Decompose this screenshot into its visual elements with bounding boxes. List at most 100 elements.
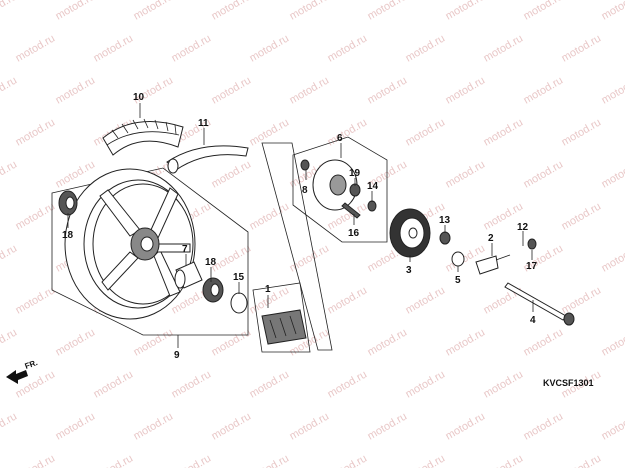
callout-10: 10 — [133, 92, 145, 103]
callout-7: 7 — [182, 244, 188, 255]
watermark-text: motod.ru — [54, 0, 98, 23]
watermark-text: motod.ru — [600, 158, 625, 190]
watermark-text: motod.ru — [560, 452, 604, 468]
callout-14: 14 — [367, 181, 379, 192]
watermark-text: motod.ru — [210, 326, 254, 358]
chain-adjuster-icon — [475, 254, 511, 275]
watermark-text: motod.ru — [600, 0, 625, 23]
watermark-text: motod.ru — [92, 452, 136, 468]
watermark-text: motod.ru — [170, 32, 214, 64]
watermark-text: motod.ru — [600, 242, 625, 274]
watermark-text: motod.ru — [132, 410, 176, 442]
watermark-text: motod.ru — [248, 452, 292, 468]
nut-icon — [527, 238, 537, 250]
callout-9: 9 — [174, 350, 180, 361]
watermark-text: motod.ru — [560, 284, 604, 316]
callout-18: 18 — [62, 230, 74, 241]
watermark-text: motod.ru — [326, 32, 370, 64]
watermark-text: motod.ru — [132, 0, 176, 23]
callout-18: 18 — [205, 257, 217, 268]
callout-labels: 1 2 3 4 5 6 7 8 9 10 11 12 13 14 15 16 1… — [62, 92, 538, 361]
watermark-text: motod.ru — [326, 368, 370, 400]
watermark-text: motod.ru — [600, 326, 625, 358]
front-direction-marker: FR. — [6, 358, 39, 384]
watermark-text: motod.ru — [210, 410, 254, 442]
watermark-text: motod.ru — [522, 158, 566, 190]
watermark-text: motod.ru — [600, 74, 625, 106]
watermark-text: motod.ru — [170, 452, 214, 468]
sprocket-icon — [389, 208, 431, 258]
drawing-code: KVCSF1301 — [543, 378, 594, 388]
watermark-text: motod.ru — [482, 452, 526, 468]
arrow-icon — [6, 370, 28, 384]
watermark-text: motod.ru — [522, 0, 566, 23]
watermark-text: motod.ru — [92, 368, 136, 400]
dust-seal-icon — [230, 292, 248, 314]
watermark-text: motod.ru — [366, 410, 410, 442]
watermark-text: motod.ru — [288, 0, 332, 23]
watermark-text: motod.ru — [170, 368, 214, 400]
callout-3: 3 — [406, 265, 412, 276]
watermark-text: motod.ru — [404, 32, 448, 64]
callout-11: 11 — [198, 118, 209, 129]
watermark-text: motod.ru — [366, 326, 410, 358]
watermark-text: motod.ru — [482, 32, 526, 64]
watermark-text: motod.ru — [404, 116, 448, 148]
watermark-text: motod.ru — [444, 74, 488, 106]
callout-1: 1 — [265, 284, 271, 295]
watermark-text: motod.ru — [366, 0, 410, 23]
front-label: FR. — [24, 358, 39, 371]
watermark-text: motod.ru — [14, 200, 58, 232]
watermark-text: motod.ru — [288, 242, 332, 274]
watermark-text: motod.ru — [92, 32, 136, 64]
watermark-text: motod.ru — [560, 200, 604, 232]
watermark-text: motod.ru — [210, 158, 254, 190]
watermark-text: motod.ru — [132, 326, 176, 358]
final-driven-flange-icon — [300, 159, 377, 219]
distance-collar-icon — [174, 261, 203, 289]
callout-5: 5 — [455, 275, 461, 286]
watermark-text: motod.ru — [326, 116, 370, 148]
watermark-text: motod.ru — [0, 0, 19, 23]
watermark-text: motod.ru — [0, 158, 19, 190]
watermark-text: motod.ru — [248, 32, 292, 64]
watermark-text: motod.ru — [0, 74, 19, 106]
watermark-text: motod.ru — [54, 74, 98, 106]
watermark-text: motod.ru — [444, 410, 488, 442]
axle-icon — [504, 282, 575, 326]
watermark-text: motod.ru — [288, 74, 332, 106]
watermark-text: motod.ru — [444, 0, 488, 23]
watermark-text: motod.ru — [482, 116, 526, 148]
watermark-text: motod.ru — [0, 326, 19, 358]
tire-icon — [102, 118, 184, 156]
flange-assembly-box — [292, 136, 388, 243]
bearing-icon — [58, 190, 78, 216]
damper-rubber-icon — [261, 309, 307, 345]
watermark-text: motod.ru — [444, 158, 488, 190]
watermark-text: motod.ru — [54, 410, 98, 442]
watermark-text: motod.ru — [404, 452, 448, 468]
damper-box — [252, 282, 311, 353]
leader-lines — [67, 103, 534, 348]
watermark-text: motod.ru — [326, 452, 370, 468]
callout-19: 19 — [349, 168, 361, 179]
watermark-text: motod.ru — [248, 368, 292, 400]
watermark-text: motod.ru — [14, 452, 58, 468]
watermark-text: motod.ru — [522, 410, 566, 442]
callout-16: 16 — [348, 228, 360, 239]
damper-leader-box — [261, 142, 333, 351]
wheel-assembly-box — [51, 167, 249, 336]
watermark-text: motod.ru — [404, 368, 448, 400]
callout-8: 8 — [302, 185, 308, 196]
callout-4: 4 — [530, 315, 536, 326]
watermark-text: motod.ru — [560, 116, 604, 148]
callout-12: 12 — [517, 222, 529, 233]
watermark-text: motod.ru — [54, 326, 98, 358]
watermark-text: motod.ru — [444, 326, 488, 358]
watermark-text: motod.ru — [14, 284, 58, 316]
bearing-icon — [202, 277, 224, 303]
callout-17: 17 — [526, 261, 538, 272]
callout-15: 15 — [233, 272, 245, 283]
watermark-text: motod.ru — [482, 368, 526, 400]
